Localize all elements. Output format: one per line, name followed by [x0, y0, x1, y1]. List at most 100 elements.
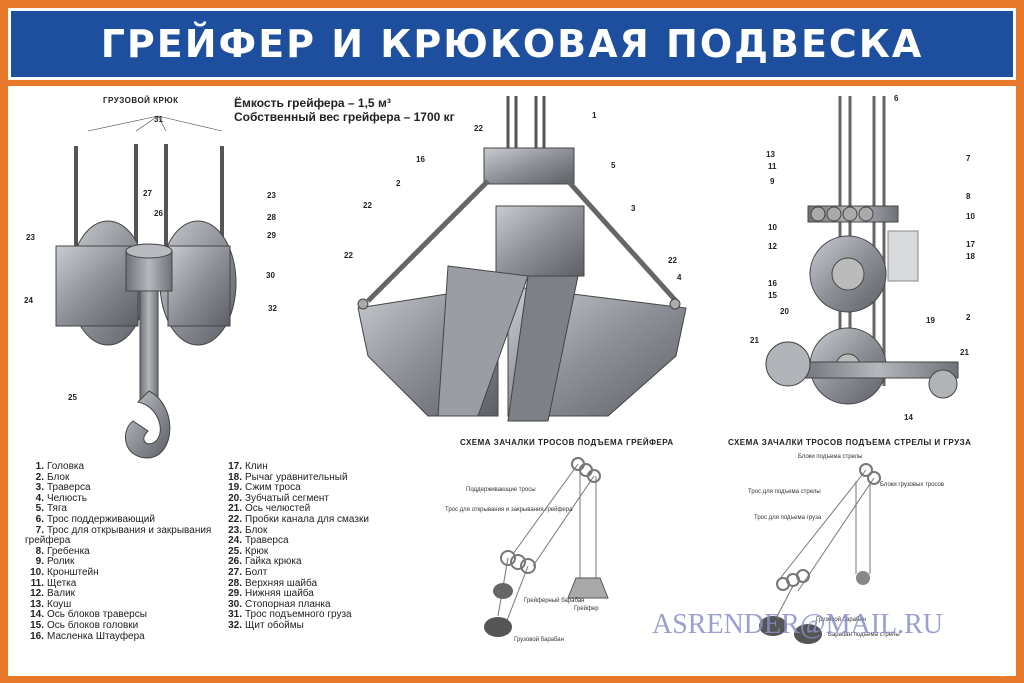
legend-item: 16.Масленка Штауфера [22, 630, 211, 643]
legend-number: 30. [228, 598, 242, 610]
legend-number: 28. [228, 577, 242, 589]
legend-item: 32.Щит обоймы [220, 619, 369, 632]
grab-callout: 3 [631, 204, 636, 213]
legend-text: Болт [245, 566, 268, 578]
legend-item: 28.Верхняя шайба [220, 577, 369, 590]
legend-number: 22. [228, 513, 242, 525]
scheme-grab-illustration: Поддерживающие тросы Трос для открывания… [445, 457, 609, 643]
grab-callout: 5 [611, 161, 616, 170]
legend-number: 5. [35, 503, 44, 515]
head-callout: 21 [750, 336, 759, 345]
legend-text: Пробки канала для смазки [245, 513, 369, 525]
head-callout: 8 [966, 192, 971, 201]
legend-item: 13.Коуш [22, 598, 211, 611]
legend-text: Гребенка [47, 545, 90, 557]
hook-callout: 23 [267, 191, 276, 200]
legend-text: Челюсть [47, 492, 88, 504]
legend-text: грейфера [25, 535, 71, 547]
legend-item: 22.Пробки канала для смазки [220, 513, 369, 526]
hook-callout: 31 [154, 115, 163, 124]
legend-text: Сжим троса [245, 482, 301, 494]
legend-item: 18.Рычаг уравнительный [220, 471, 369, 484]
hook-callout: 23 [26, 233, 35, 242]
legend-item: 4.Челюсть [22, 492, 211, 505]
legend-text: Стопорная планка [245, 598, 331, 610]
caption-grab-drum: Грейферный барабан [524, 597, 584, 604]
grab-callout: 16 [416, 155, 425, 164]
legend-number: 8. [35, 545, 44, 557]
hook-callout: 27 [143, 189, 152, 198]
legend-text: Кронштейн [47, 566, 99, 578]
legend-item: 19.Сжим троса [220, 482, 369, 494]
legend-item: 14.Ось блоков траверсы [22, 610, 211, 621]
grab-head-illustration: 6 13 11 7 9 8 10 10 12 17 18 16 15 20 19… [750, 94, 975, 422]
legend-item: 12.Валик [22, 588, 211, 600]
head-callout: 7 [966, 154, 971, 163]
legend-item: 5.Тяга [22, 504, 211, 515]
legend-item: 23.Блок [220, 524, 369, 537]
legend-number: 32. [228, 619, 242, 631]
legend-number: 14. [30, 609, 44, 621]
footer-mark: Стенды [990, 672, 1008, 678]
legend-text: Коуш [47, 598, 72, 610]
legend-text: Ролик [47, 556, 75, 568]
legend-number: 9. [35, 556, 44, 568]
legend-number: 13. [30, 598, 44, 610]
legend-number: 20. [228, 492, 242, 504]
legend-text: Траверса [47, 482, 91, 494]
legend-number: 16. [30, 630, 44, 642]
legend-number: 25. [228, 545, 242, 557]
head-callout: 11 [768, 162, 777, 171]
legend-number: 21. [228, 503, 242, 515]
spec-weight: Собственный вес грейфера – 1700 кг [234, 110, 455, 124]
grab-callout: 1 [592, 111, 597, 120]
head-callout: 14 [904, 413, 913, 422]
head-callout: 15 [768, 291, 777, 300]
hook-callout: 28 [267, 213, 276, 222]
caption-cargo-drum: Грузовой барабан [514, 636, 564, 643]
legend-number: 17. [228, 461, 242, 472]
legend-item: 3.Траверса [22, 482, 211, 494]
legend-number: 12. [30, 588, 44, 600]
caption-open-close-rope: Трос для открывания и закрывания грейфер… [445, 506, 573, 513]
hook-callout: 26 [154, 209, 163, 218]
content-panel: ГРУЗОВОЙ КРЮК Ёмкость грейфера – 1,5 м³ … [8, 86, 1016, 676]
legend-text: Ось блоков головки [47, 619, 139, 631]
legend-item: 29.Нижняя шайба [220, 588, 369, 600]
legend-item: 7.Трос для открывания и закрывания [22, 524, 212, 537]
legend-text: Крюк [245, 545, 269, 557]
head-callout: 16 [768, 279, 777, 288]
caption-boom-blocks: Блоки подъема стрелы [798, 454, 863, 460]
legend-item: 9.Ролик [22, 557, 211, 568]
legend-number: 24. [228, 535, 242, 547]
legend-number: 10. [30, 566, 44, 578]
legend-item: 11.Щетка [22, 577, 211, 590]
legend-number: 7. [35, 524, 44, 536]
legend-text: Рычаг уравнительный [245, 471, 348, 483]
head-callout: 10 [768, 223, 777, 232]
legend-text: Зубчатый сегмент [245, 492, 329, 504]
legend-text: Верхняя шайба [245, 577, 318, 589]
grab-callout: 2 [396, 179, 401, 188]
header-banner: ГРЕЙФЕР И КРЮКОВАЯ ПОДВЕСКА [8, 8, 1016, 80]
legend-text: Щит обоймы [245, 619, 304, 631]
legend-text: Щетка [47, 577, 77, 589]
legend-number: 27. [228, 566, 242, 578]
head-callout: 9 [770, 177, 775, 186]
legend-number: 31. [228, 609, 242, 621]
head-callout: 20 [780, 307, 789, 316]
grab-callout: 22 [474, 124, 483, 133]
caption-support-ropes: Поддерживающие тросы [466, 487, 536, 493]
hook-block-illustration: 31 27 26 23 28 29 23 24 30 32 25 [24, 115, 277, 459]
legend-number: 23. [228, 524, 242, 536]
head-callout: 12 [768, 242, 777, 251]
hook-callout: 24 [24, 296, 33, 305]
head-callout: 10 [966, 212, 975, 221]
legend-item: грейфера [22, 535, 211, 547]
legend-item: 8.Гребенка [22, 545, 211, 558]
legend-number: 29. [228, 588, 242, 600]
caption-boom-rope: Трос для подъема стрелы [748, 489, 821, 495]
legend-text: Гайка крюка [245, 556, 302, 568]
